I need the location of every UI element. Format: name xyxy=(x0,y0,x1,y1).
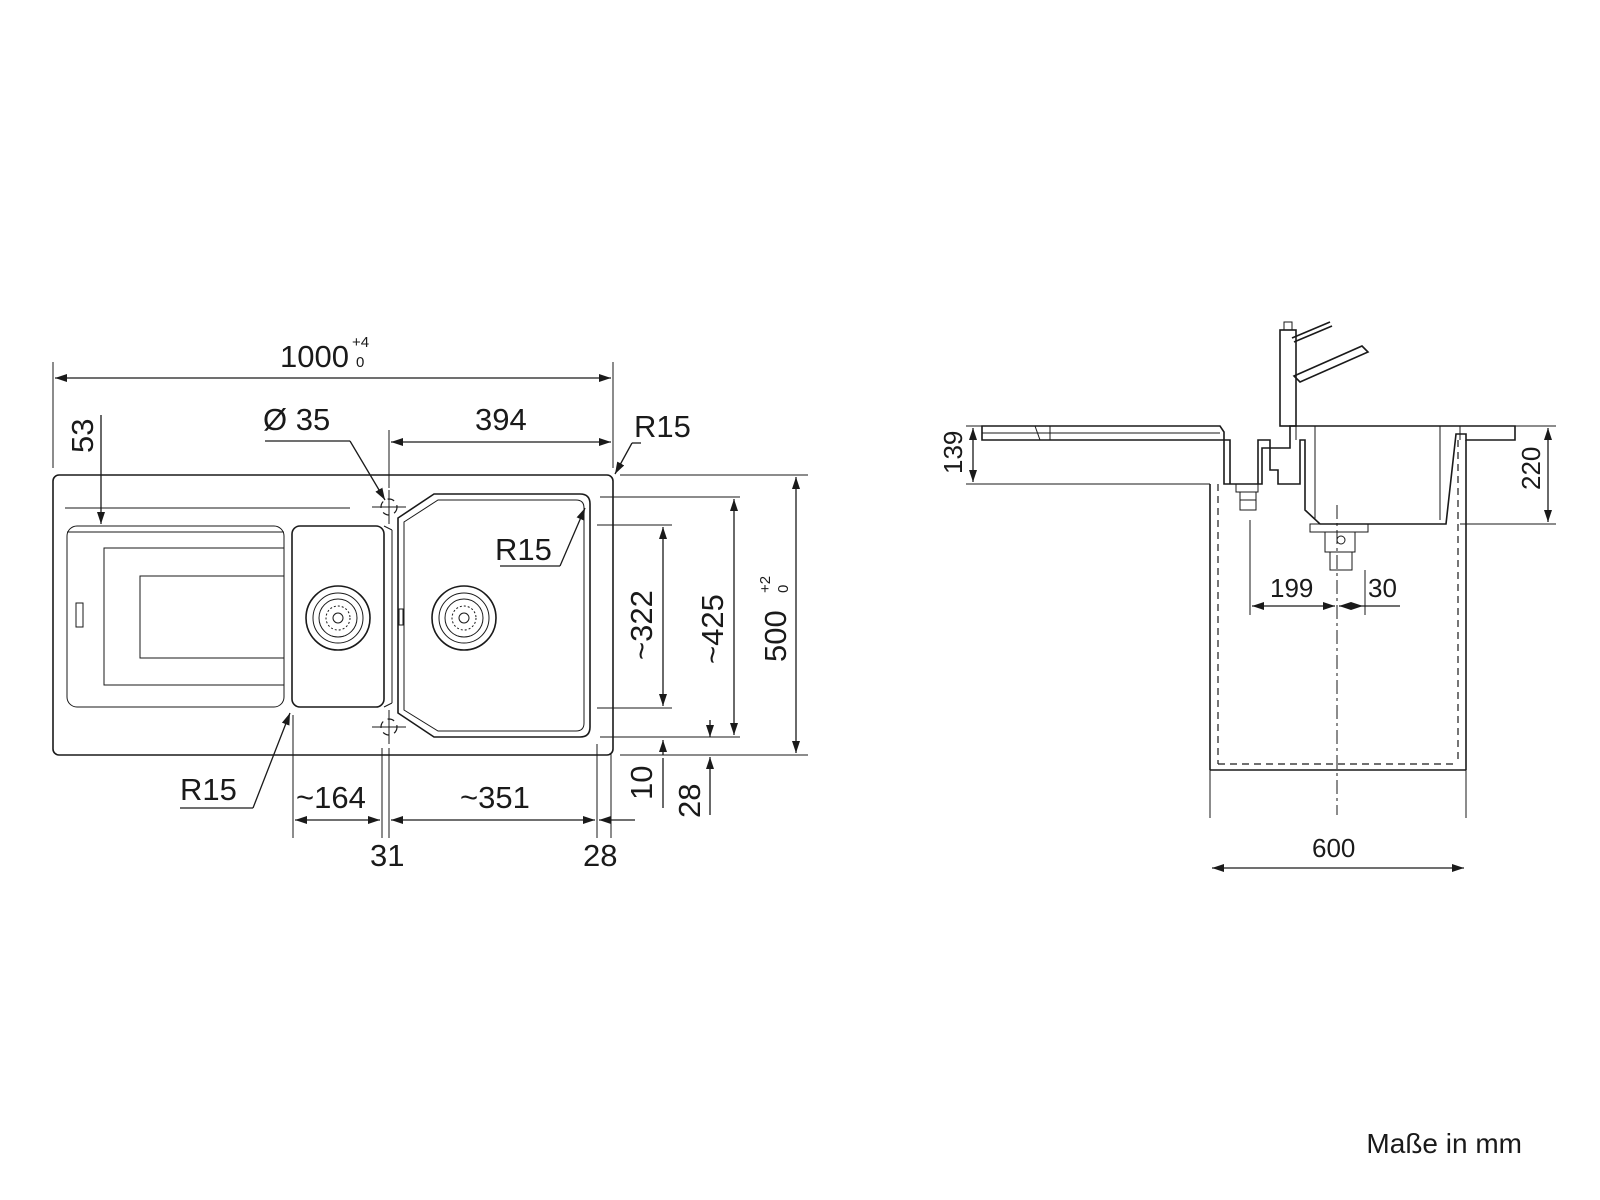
dim-30: 30 xyxy=(1368,573,1397,603)
dim-500-tol-minus: 0 xyxy=(775,585,792,593)
svg-text:1000: 1000 xyxy=(280,339,349,374)
dim-10: 10 xyxy=(624,766,659,800)
large-bowl-drain-section xyxy=(1309,523,1369,571)
dim-220: 220 xyxy=(1516,447,1546,490)
dim-1000: 1000 xyxy=(280,339,349,374)
dim-425: ~425 xyxy=(695,594,730,664)
tap-hole-top xyxy=(372,490,406,524)
radius-inner-label: R15 xyxy=(495,532,552,567)
section-view: 139 220 199 30 600 xyxy=(938,321,1556,872)
cabinet xyxy=(1209,440,1467,818)
radius-top-label: R15 xyxy=(634,409,691,444)
dim-394: 394 xyxy=(475,402,527,437)
dim-31: 31 xyxy=(370,838,404,873)
dim-53: 53 xyxy=(65,419,100,453)
large-bowl-drain xyxy=(431,585,497,651)
plan-view: 1000 +4 0 Ø 35 394 R15 R15 R15 53 ~322 ~… xyxy=(52,334,808,873)
dim-322: ~322 xyxy=(624,590,659,660)
small-bowl xyxy=(291,525,385,708)
dim-139: 139 xyxy=(938,431,968,474)
small-bowl-drain xyxy=(305,585,371,651)
dim-351: ~351 xyxy=(460,780,530,815)
dim-600: 600 xyxy=(1312,833,1355,863)
dim-1000-tol-plus: +4 xyxy=(352,334,369,351)
dim-28-side: 28 xyxy=(672,784,707,818)
dim-199: 199 xyxy=(1270,573,1313,603)
tap-hole-bottom xyxy=(372,710,406,744)
units-note: Maße in mm xyxy=(1366,1128,1522,1159)
tap-hole-label: Ø 35 xyxy=(263,402,330,437)
dim-28-bottom: 28 xyxy=(583,838,617,873)
drainer xyxy=(66,525,285,708)
small-bowl-drain-section xyxy=(1235,483,1259,511)
dim-500: 500 xyxy=(758,610,793,662)
large-bowl xyxy=(397,493,591,738)
dim-164: ~164 xyxy=(296,780,366,815)
countertop-sink-section xyxy=(981,425,1516,525)
dim-500-tol-plus: +2 xyxy=(757,576,774,593)
radius-bottom-label: R15 xyxy=(180,772,237,807)
sink-outline xyxy=(52,474,614,756)
faucet xyxy=(1279,321,1370,440)
dim-1000-tol-minus: 0 xyxy=(356,354,364,371)
